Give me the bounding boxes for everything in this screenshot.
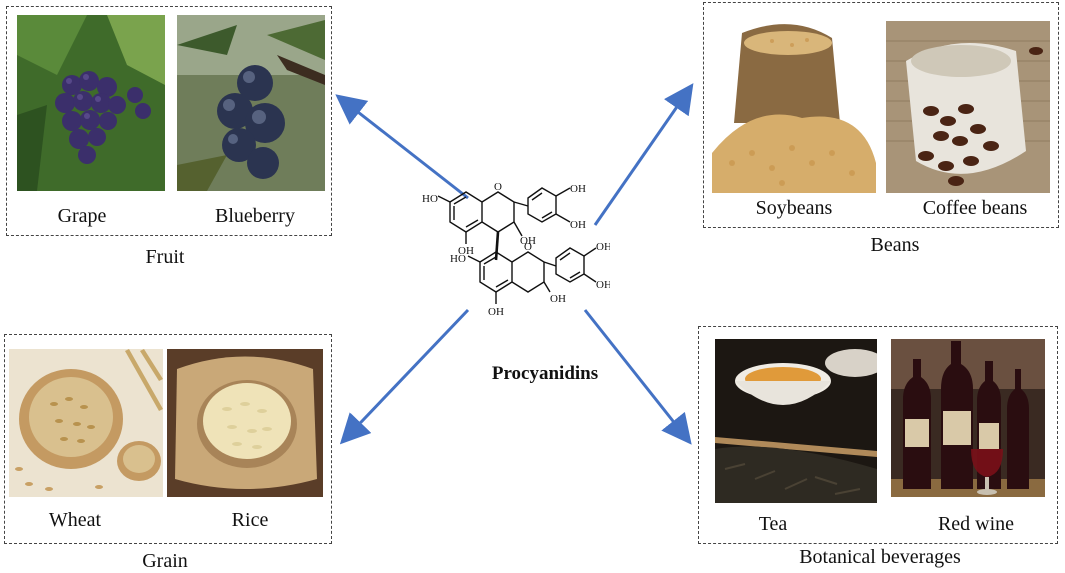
arrow-to-grain: [339, 308, 470, 445]
mol-label: HO: [422, 193, 438, 205]
soybeans-image: [712, 13, 876, 193]
grape-caption: Grape: [57, 205, 107, 227]
beans-panel: Soybeans Coffee beans: [703, 2, 1059, 228]
coffee-beans-image: [886, 21, 1050, 193]
blueberry-caption: Blueberry: [215, 205, 295, 227]
beverages-title: Botanical beverages: [799, 546, 961, 568]
mol-label: OH: [488, 306, 504, 318]
fruit-title: Fruit: [145, 246, 185, 268]
mol-label: OH: [520, 235, 536, 247]
arrow-to-beans: [593, 83, 694, 226]
grain-title: Grain: [142, 550, 188, 572]
grape-image: [17, 15, 165, 191]
mol-label: OH: [596, 241, 610, 253]
mol-label: OH: [458, 245, 474, 257]
mol-label: HO: [450, 253, 466, 265]
mol-label: OH: [550, 293, 566, 305]
mol-label: OH: [570, 219, 586, 231]
beans-title: Beans: [870, 234, 920, 256]
red-wine-image: [891, 339, 1045, 497]
mol-label: OH: [570, 183, 586, 195]
fruit-panel: Grape Blueberry: [6, 6, 332, 236]
blueberry-image: [177, 15, 325, 191]
procyanidins-label: Procyanidins: [491, 363, 599, 384]
tea-image: [715, 339, 877, 503]
wheat-caption: Wheat: [48, 509, 102, 531]
tea-caption: Tea: [758, 513, 788, 535]
wheat-image: [9, 349, 163, 497]
coffee-beans-caption: Coffee beans: [922, 197, 1028, 219]
soybeans-caption: Soybeans: [755, 197, 833, 219]
procyanidin-structure: HO OH OH O OH OH HO OH O OH OH OH: [422, 181, 610, 318]
beverages-panel: Tea Red wine: [698, 326, 1058, 544]
mol-label: OH: [596, 279, 610, 291]
mol-label: O: [524, 241, 532, 253]
mol-label: O: [494, 181, 502, 193]
rice-image: [167, 349, 323, 497]
rice-caption: Rice: [231, 509, 269, 531]
grain-panel: Wheat Rice: [4, 334, 332, 544]
arrow-to-beverages: [583, 309, 692, 445]
arrow-to-fruit: [335, 94, 469, 200]
red-wine-caption: Red wine: [937, 513, 1015, 535]
